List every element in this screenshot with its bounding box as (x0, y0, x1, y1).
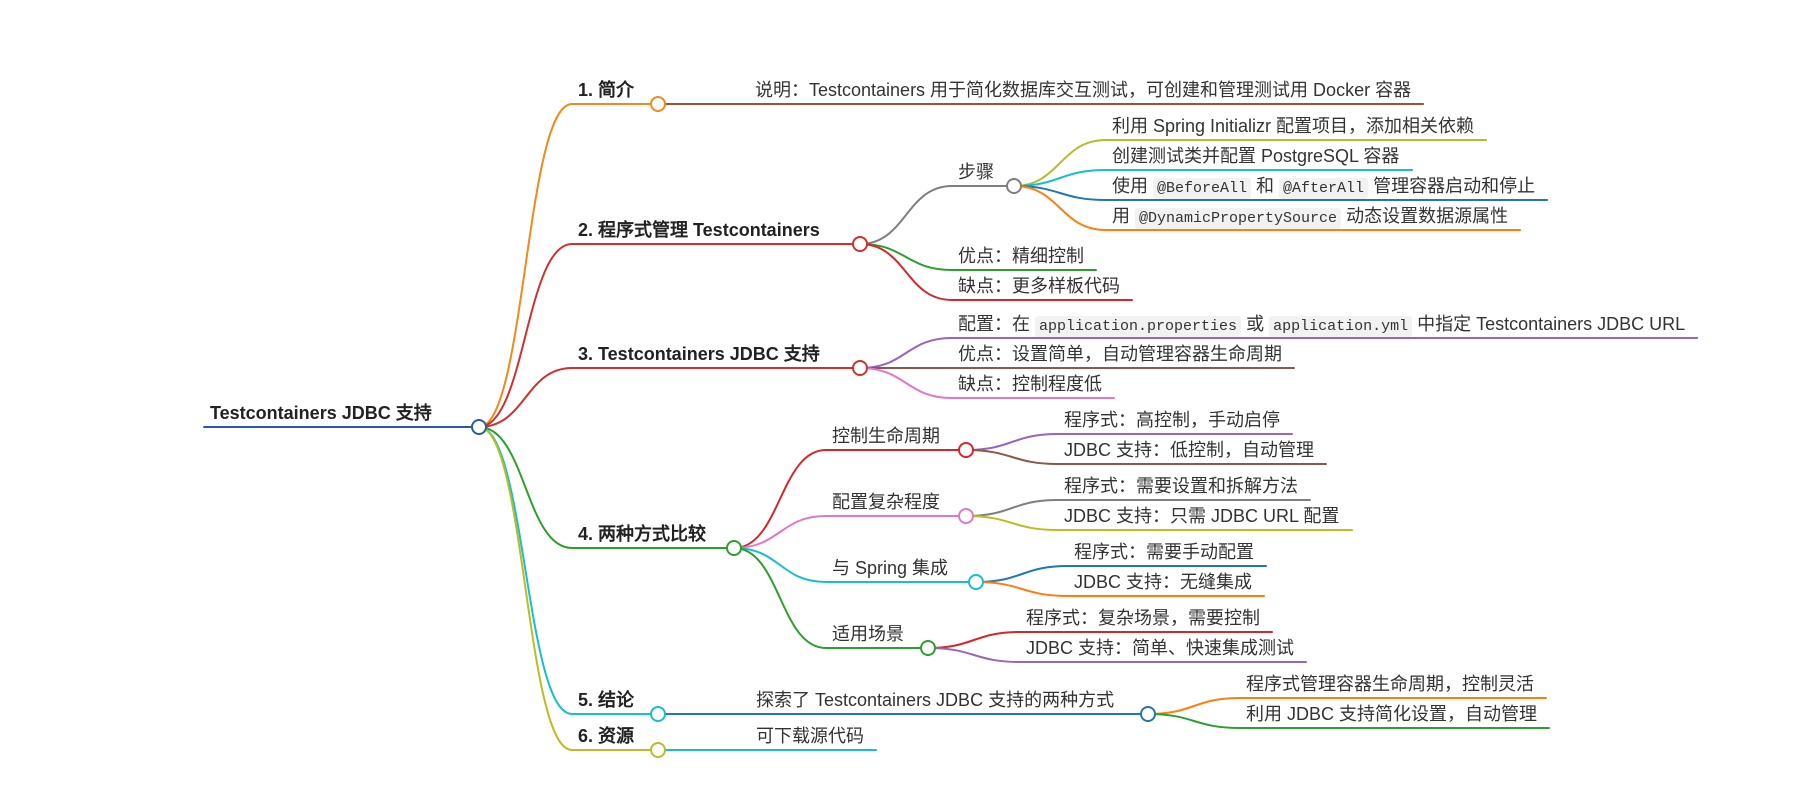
mindmap-connector-circle (920, 640, 936, 656)
mindmap-edge (733, 547, 827, 583)
mindmap-connector-circle (852, 360, 868, 376)
mindmap-connector-circle (968, 574, 984, 590)
mindmap-connector-circle (650, 706, 666, 722)
mindmap-edge (733, 515, 827, 549)
mindmap-edge (1147, 713, 1241, 729)
mindmap-edge (478, 103, 573, 428)
mindmap-connector-circle (1140, 706, 1156, 722)
mindmap-edge (478, 426, 573, 549)
mindmap-edge (965, 433, 1059, 451)
mindmap-connector-circle (958, 442, 974, 458)
mindmap-edge (1147, 697, 1241, 715)
mindmap-connector-circle (650, 742, 666, 758)
mindmap-edge (975, 581, 1069, 597)
mindmap-edge (965, 499, 1059, 517)
mindmap-edge (859, 243, 953, 271)
mindmap-edge (1013, 185, 1107, 231)
mindmap-edge (859, 337, 953, 369)
mindmap-edge (965, 449, 1059, 465)
mindmap-edge (927, 647, 1021, 663)
mindmap-connector-circle (726, 540, 742, 556)
mindmap-edge (733, 449, 827, 549)
mindmap-connector-circles (471, 96, 1156, 758)
mindmap-connector-circle (471, 419, 487, 435)
mindmap-connector-circle (650, 96, 666, 112)
mindmap-edges (478, 102, 1241, 752)
mindmap-connector-circle (958, 508, 974, 524)
mindmap-edge (975, 565, 1069, 583)
mindmap-edge (478, 426, 573, 715)
mindmap-edge (927, 631, 1021, 649)
mindmap-edge (859, 367, 953, 399)
mindmap-edge (965, 515, 1059, 531)
mindmap-edge (478, 426, 573, 751)
mindmap-edge (1013, 139, 1107, 187)
mindmap-edge (733, 547, 827, 649)
mindmap-underlines (203, 103, 1699, 751)
mindmap-edge (859, 243, 953, 301)
mindmap-connector-circle (852, 236, 868, 252)
mindmap-edge (478, 367, 573, 428)
mindmap-edge (478, 243, 573, 428)
mindmap-edge (859, 185, 953, 245)
mindmap-connector-circle (1006, 178, 1022, 194)
